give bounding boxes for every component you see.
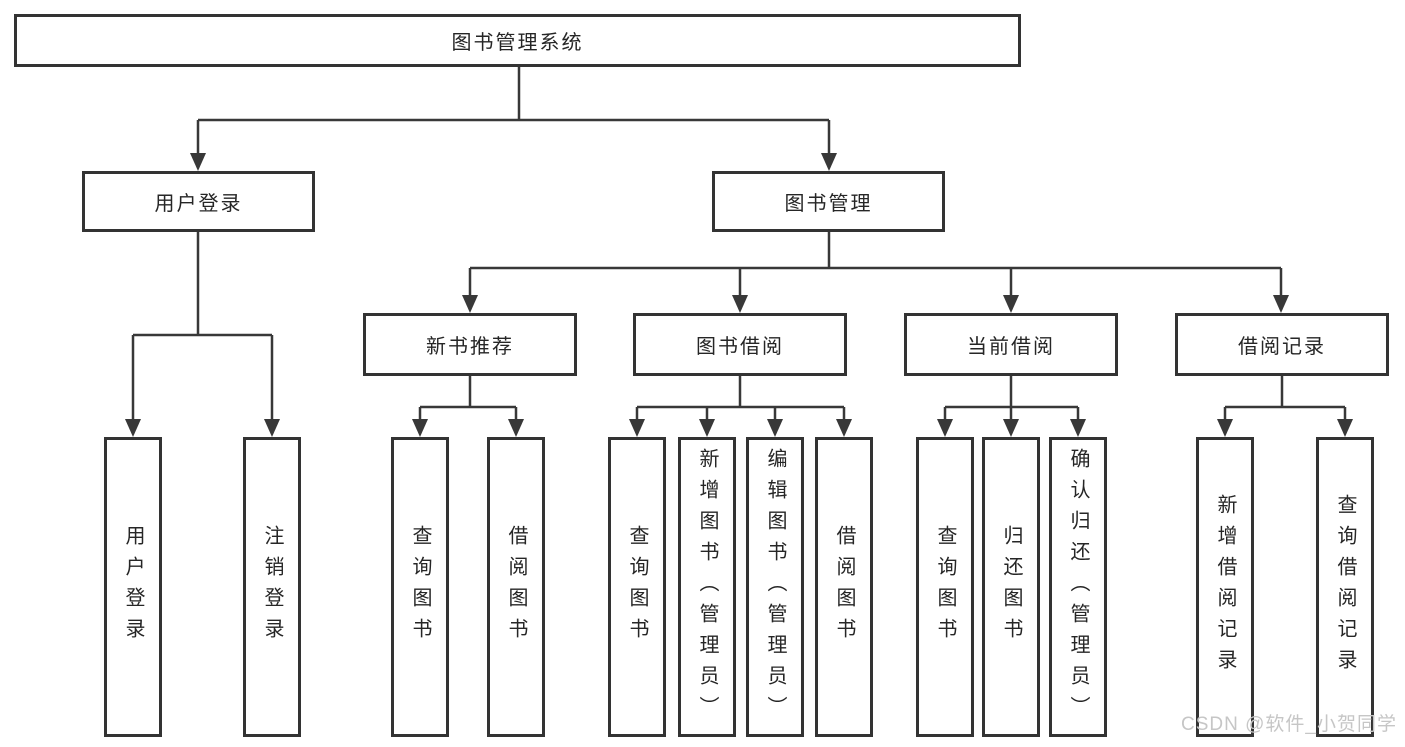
arrow-down-icon [629,419,645,437]
arrow-down-icon [937,419,953,437]
node-root-system: 图书管理系统 [14,14,1021,67]
connector-borrow-to-children [635,376,846,421]
arrow-down-icon [1273,295,1289,313]
csdn-watermark: CSDN @软件_小贺同学 [1181,714,1397,735]
arrow-down-icon [1337,419,1353,437]
node-new-book-recommend: 新书推荐 [363,313,577,376]
arrow-down-icon [462,295,478,313]
arrow-down-icon [264,419,280,437]
node-current-borrow: 当前借阅 [904,313,1118,376]
leaf-confirm-return-admin: 确认归还（管理员） [1049,437,1107,737]
leaf-label: 查询借阅记录 [1334,494,1356,680]
leaf-query-borrow-record: 查询借阅记录 [1316,437,1374,737]
arrow-down-icon [412,419,428,437]
leaf-label: 新增图书（管理员） [696,447,718,727]
leaf-recommend-query-books: 查询图书 [391,437,449,737]
leaf-label: 确认归还（管理员） [1067,447,1089,727]
leaf-label: 查询图书 [409,525,431,649]
arrow-down-icon [1003,419,1019,437]
node-label: 借阅记录 [1238,336,1326,358]
leaf-label: 新增借阅记录 [1214,494,1236,680]
leaf-recommend-borrow-books: 借阅图书 [487,437,545,737]
leaf-label: 用户登录 [122,525,144,649]
leaf-label: 借阅图书 [505,525,527,649]
leaf-label: 查询图书 [934,525,956,649]
leaf-label: 归还图书 [1000,525,1022,649]
leaf-add-borrow-record: 新增借阅记录 [1196,437,1254,737]
leaf-borrow-books: 借阅图书 [815,437,873,737]
node-borrow-records: 借阅记录 [1175,313,1389,376]
leaf-label: 编辑图书（管理员） [764,447,786,727]
leaf-label: 注销登录 [261,525,283,649]
node-label: 当前借阅 [967,336,1055,358]
node-label: 新书推荐 [426,336,514,358]
node-label: 图书管理 [784,193,873,215]
arrow-down-icon [821,153,837,171]
leaf-label: 查询图书 [626,525,648,649]
arrow-down-icon [699,419,715,437]
node-label: 用户登录 [154,193,243,215]
node-user-login: 用户登录 [82,171,315,232]
leaf-label: 借阅图书 [833,525,855,649]
connector-user-login-to-children [131,232,274,421]
node-book-borrow: 图书借阅 [633,313,847,376]
arrow-down-icon [1217,419,1233,437]
arrow-down-icon [836,419,852,437]
arrow-down-icon [190,153,206,171]
node-label: 图书借阅 [696,336,784,358]
leaf-logout: 注销登录 [243,437,301,737]
arrow-down-icon [732,295,748,313]
arrow-down-icon [1003,295,1019,313]
leaf-add-books-admin: 新增图书（管理员） [678,437,736,737]
connector-book-mgmt-to-sections [468,232,1283,297]
leaf-user-login: 用户登录 [104,437,162,737]
arrow-down-icon [125,419,141,437]
connector-recommend-to-children [418,376,518,421]
node-label: 图书管理系统 [451,32,584,54]
connector-root-to-level2 [196,67,831,155]
leaf-borrow-query-books: 查询图书 [608,437,666,737]
connector-current-to-children [943,376,1080,421]
arrowheads [125,153,1353,437]
node-book-management: 图书管理 [712,171,945,232]
arrow-down-icon [767,419,783,437]
connector-lines [131,67,1347,421]
leaf-return-books: 归还图书 [982,437,1040,737]
arrow-down-icon [1070,419,1086,437]
leaf-current-query-books: 查询图书 [916,437,974,737]
connector-records-to-children [1223,376,1347,421]
leaf-edit-books-admin: 编辑图书（管理员） [746,437,804,737]
arrow-down-icon [508,419,524,437]
